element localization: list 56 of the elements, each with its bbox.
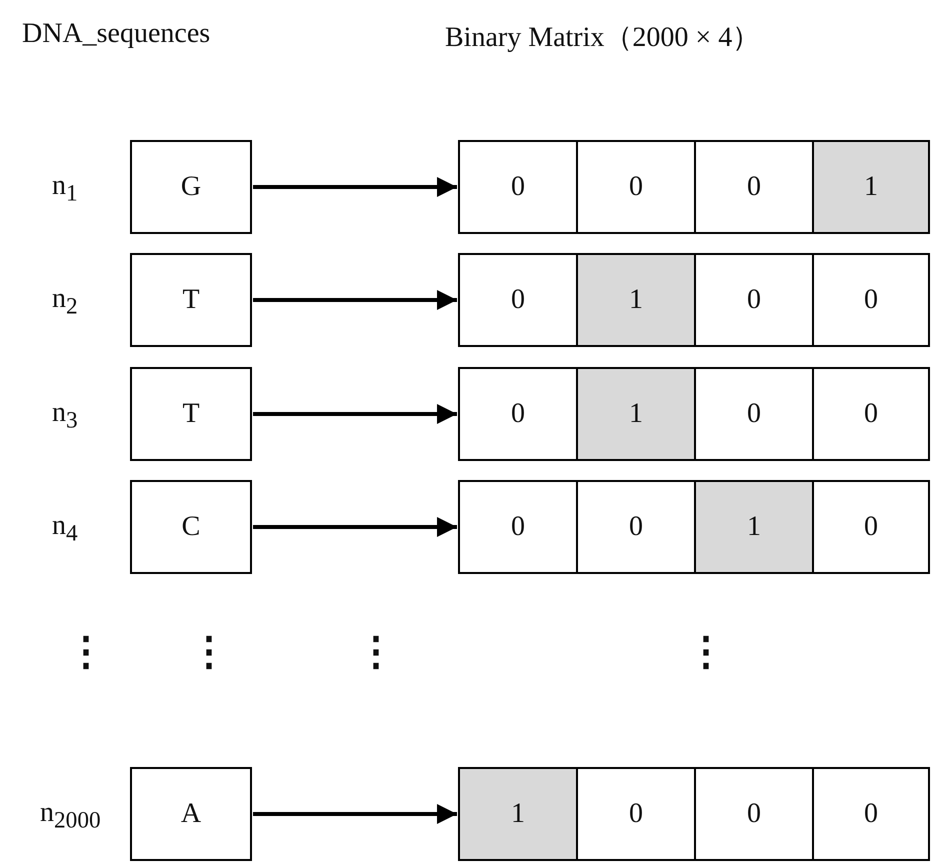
cell-value: 1 (747, 511, 761, 543)
cell-value: 0 (629, 798, 643, 830)
arrow (253, 517, 457, 537)
cell-value: 0 (511, 398, 525, 430)
cell-value: 0 (747, 284, 761, 316)
cell-value: 0 (747, 798, 761, 830)
cell-value: 1 (864, 171, 878, 203)
cell-value: 1 (629, 284, 643, 316)
matrix-cell (460, 769, 578, 859)
ellipsis: ⋮ (189, 628, 229, 675)
cell-value: 1 (629, 398, 643, 430)
cell-value: 0 (747, 398, 761, 430)
cell-value: 0 (864, 398, 878, 430)
row-label: n$_{3}$ (52, 397, 78, 435)
letter-box (130, 253, 252, 347)
row-label: n$_{4}$ (52, 510, 78, 548)
column-heading: DNA_sequences (22, 18, 210, 50)
row-label: n$_{2000}$ (40, 797, 101, 835)
ellipsis: ⋮ (356, 628, 396, 675)
row-label: n$_{2}$ (52, 283, 78, 321)
row-label: n$_{1}$ (52, 170, 78, 208)
cell-value: A (180, 798, 202, 830)
cell-value: G (180, 171, 202, 203)
matrix-cell (696, 482, 814, 572)
arrow (253, 177, 457, 197)
matrix-row (458, 767, 930, 861)
matrix-row (458, 140, 930, 234)
column-heading: Binary Matrix（2000 × 4） (445, 21, 760, 55)
matrix-row (458, 367, 930, 461)
matrix-row (458, 480, 930, 574)
arrow (253, 404, 457, 424)
cell-value: 0 (747, 171, 761, 203)
cell-value: T (182, 398, 200, 430)
matrix-row (458, 253, 930, 347)
ellipsis: ⋮ (686, 628, 726, 675)
letter-box (130, 767, 252, 861)
letter-box (130, 367, 252, 461)
matrix-cell (814, 142, 928, 232)
cell-value: C (182, 511, 200, 543)
ellipsis: ⋮ (66, 628, 106, 675)
cell-value: 0 (864, 284, 878, 316)
cell-value: 0 (864, 798, 878, 830)
cell-value: 0 (511, 511, 525, 543)
arrow (253, 804, 457, 824)
cell-value: 0 (629, 171, 643, 203)
cell-value: 0 (629, 511, 643, 543)
cell-value: 0 (511, 171, 525, 203)
arrow (253, 290, 457, 310)
cell-value: 0 (864, 511, 878, 543)
cell-value: 1 (511, 798, 525, 830)
letter-box (130, 140, 252, 234)
cell-value: T (182, 284, 200, 316)
cell-value: 0 (511, 284, 525, 316)
matrix-cell (578, 255, 696, 345)
matrix-cell (578, 369, 696, 459)
letter-box (130, 480, 252, 574)
